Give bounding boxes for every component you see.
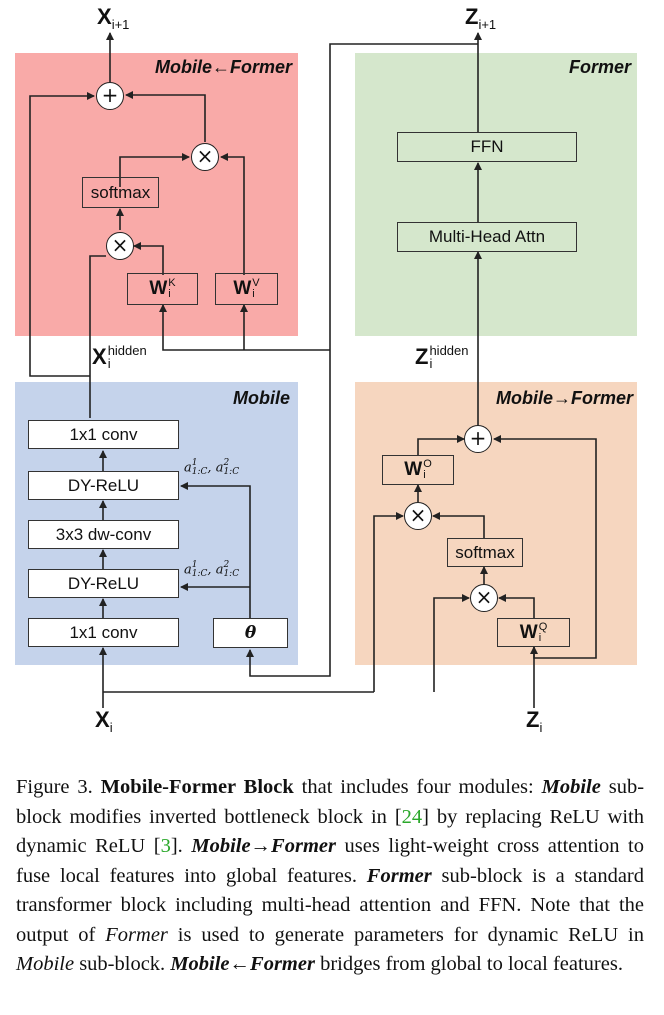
caption-module-former: Former (366, 864, 432, 887)
caption-figure-number: Figure 3. (16, 776, 93, 798)
caption-text: sub-block modifies inverted bottleneck b… (16, 776, 645, 828)
caption-text: ]. (170, 835, 192, 857)
dyrelu-top-box: DY-ReLU (28, 471, 179, 500)
module-title-mobile-to-former: Mobile→Former (495, 388, 633, 408)
caption-module-former: Former (105, 923, 168, 946)
connection-lines (29, 32, 597, 708)
label-x-input: Xi (95, 707, 113, 735)
softmax-box-mobile-to-former: softmax (447, 538, 523, 567)
caption-module-mobile-from-former: Mobile←Former (170, 953, 315, 975)
multiply-operator-value: × (191, 143, 219, 171)
caption-text: uses light-weight cross attention to fus… (16, 835, 645, 887)
caption-module-mobile-to-former: Mobile→Former (191, 835, 336, 857)
mobile-former-block-diagram: Mobile←Former Former Mobile Mobile→Forme… (15, 4, 637, 735)
dwconv-box: 3x3 dw-conv (28, 520, 179, 549)
module-title-former: Former (568, 57, 631, 77)
conv1x1-top-box: 1x1 conv (28, 420, 179, 449)
add-operator-mobile-to-former: + (464, 425, 492, 453)
caption-text: sub-block. (74, 953, 171, 975)
label-x-next: Xi+1 (97, 4, 130, 32)
softmax-box-mobile-from-former: softmax (82, 177, 159, 208)
label-z-input: Zi (526, 707, 543, 735)
theta-symbol: θ (244, 623, 257, 643)
caption-module-mobile: Mobile (541, 776, 601, 798)
multiply-operator-query: × (470, 584, 498, 612)
multiply-operator-key: × (106, 232, 134, 260)
caption-title: Mobile-Former Block (100, 776, 294, 798)
multiply-operator-value-mobile-to-former: × (404, 502, 432, 530)
citation-link[interactable]: 24 (401, 805, 423, 828)
theta-box: θ (213, 618, 288, 648)
module-mobile-to-former (355, 382, 637, 665)
conv1x1-bottom-box: 1x1 conv (28, 618, 179, 647)
caption-text: sub-block is a standard transformer bloc… (16, 864, 644, 946)
ffn-box: FFN (397, 132, 577, 162)
label-z-next: Zi+1 (465, 4, 497, 32)
caption-text: ] by replacing ReLU with dynamic ReLU [ (16, 805, 644, 858)
dyrelu-bottom-box: DY-ReLU (28, 569, 179, 598)
figure-caption: Figure 3. Mobile-Former Block that inclu… (16, 773, 644, 980)
module-title-mobile-from-former: Mobile←Former (154, 57, 292, 77)
caption-module-mobile: Mobile (16, 953, 75, 975)
caption-text: bridges from global to local features. (314, 953, 623, 975)
caption-text: is used to generate parameters for dynam… (167, 923, 645, 946)
add-operator-top: + (96, 82, 124, 110)
citation-link[interactable]: 3 (160, 835, 171, 857)
multi-head-attn-box: Multi-Head Attn (397, 222, 577, 252)
module-title-mobile: Mobile (233, 388, 290, 408)
caption-text: that includes four modules: (293, 776, 542, 798)
module-mobile-from-former (15, 53, 298, 336)
module-former (355, 53, 637, 336)
